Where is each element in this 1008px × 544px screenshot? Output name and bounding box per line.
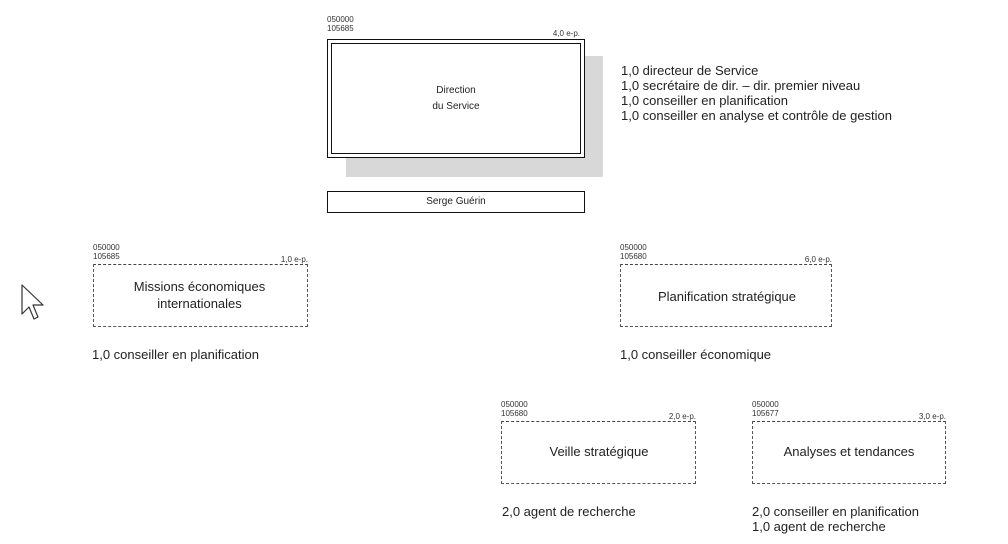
veille-code-line-2: 105680 xyxy=(501,409,528,418)
missions-fte: 1,0 e-p. xyxy=(280,255,308,264)
veille-roles-list: 2,0 agent de recherche xyxy=(502,504,636,519)
direction-title-line-1: Direction xyxy=(436,84,476,96)
analyses-unit-label: Analyses et tendances xyxy=(756,443,942,460)
analyses-code-line-2: 105677 xyxy=(752,409,779,418)
direction-code-line-1: 050000 xyxy=(327,15,354,24)
mouse-pointer-icon xyxy=(21,284,45,322)
planification-code-line-1: 050000 xyxy=(620,243,647,252)
analyses-code-line-1: 050000 xyxy=(752,400,779,409)
planification-code-line-2: 105680 xyxy=(620,252,647,261)
veille-label-line-1: Veille stratégique xyxy=(549,444,649,459)
analyses-role-item: 1,0 agent de recherche xyxy=(752,519,886,534)
direction-head-name: Serge Guérin xyxy=(327,191,585,213)
direction-role-item: 1,0 conseiller en planification xyxy=(621,93,788,108)
veille-code-line-1: 050000 xyxy=(501,400,528,409)
planification-role-item: 1,0 conseiller économique xyxy=(620,347,772,362)
missions-label-line-2: internationales xyxy=(157,296,242,311)
analyses-fte: 3,0 e-p. xyxy=(918,412,946,421)
direction-role-item: 1,0 conseiller en analyse et contrôle de… xyxy=(621,108,893,123)
veille-unit-label: Veille stratégique xyxy=(510,443,688,460)
missions-unit-label: Missions économiques internationales xyxy=(97,278,302,312)
veille-unit-box xyxy=(501,421,696,484)
direction-role-item: 1,0 directeur de Service xyxy=(621,63,759,78)
direction-role-item: 1,0 secrétaire de dir. – dir. premier ni… xyxy=(621,78,861,93)
missions-label-line-1: Missions économiques xyxy=(133,279,266,294)
missions-role-item: 1,0 conseiller en planification xyxy=(92,347,259,362)
planification-label-line-1: Planification stratégique xyxy=(657,289,797,304)
analyses-roles-list: 2,0 conseiller en planification 1,0 agen… xyxy=(752,504,919,534)
direction-title-line-2: du Service xyxy=(432,100,480,112)
veille-role-item: 2,0 agent de recherche xyxy=(502,504,636,519)
planification-roles-list: 1,0 conseiller économique xyxy=(620,347,771,362)
direction-fte: 4,0 e-p. xyxy=(552,29,580,38)
missions-code-line-2: 105685 xyxy=(93,252,120,261)
direction-roles-list: 1,0 directeur de Service 1,0 secrétaire … xyxy=(621,63,892,123)
direction-box: Direction du Service xyxy=(327,39,585,158)
analyses-role-item: 2,0 conseiller en planification xyxy=(752,504,919,519)
missions-code-line-1: 050000 xyxy=(93,243,120,252)
missions-unit-box xyxy=(93,264,308,327)
analyses-label-line-1: Analyses et tendances xyxy=(783,444,915,459)
direction-code-line-2: 105685 xyxy=(327,24,354,33)
analyses-unit-box xyxy=(752,421,946,484)
planification-unit-label: Planification stratégique xyxy=(626,288,828,305)
veille-fte: 2,0 e-p. xyxy=(668,412,696,421)
missions-roles-list: 1,0 conseiller en planification xyxy=(92,347,259,362)
direction-box-inner: Direction du Service xyxy=(331,43,581,154)
planification-unit-box xyxy=(620,264,832,327)
planification-fte: 6,0 e-p. xyxy=(804,255,832,264)
